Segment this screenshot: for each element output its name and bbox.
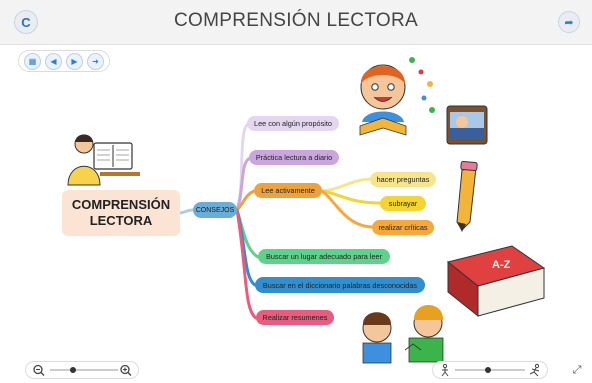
next-icon[interactable]: ➜ bbox=[87, 52, 104, 70]
branch-node-proposito[interactable]: Lee con algún propósito bbox=[247, 116, 339, 131]
play-icon[interactable]: ▶ bbox=[66, 52, 83, 70]
bed-reading-illustration bbox=[446, 105, 488, 145]
central-topic-line1: COMPRENSIÓN bbox=[71, 197, 171, 212]
speed-control bbox=[432, 361, 548, 379]
zoom-out-icon bbox=[33, 364, 45, 376]
connector-hub-diario bbox=[235, 156, 252, 212]
share-arrow-icon[interactable]: ➦ bbox=[558, 11, 580, 33]
speed-slider[interactable] bbox=[433, 362, 547, 378]
branch-node-diccionario[interactable]: Buscar en el diccionario palabras descon… bbox=[255, 277, 425, 293]
zoom-in-icon bbox=[120, 364, 132, 376]
c-logo-icon[interactable]: C bbox=[14, 10, 38, 34]
running-person-icon bbox=[529, 363, 540, 377]
sub-node-criticas[interactable]: realizar críticas bbox=[372, 220, 434, 235]
person-reading-illustration bbox=[67, 134, 140, 186]
central-topic-line2: LECTORA bbox=[89, 213, 153, 228]
connector-central-hub bbox=[178, 208, 195, 215]
speed-slider-handle bbox=[485, 367, 491, 373]
branch-node-activamente[interactable]: Lee activamente bbox=[254, 183, 322, 198]
branch-node-diario[interactable]: Práctica lectura a diario bbox=[249, 150, 339, 165]
zoom-slider-handle bbox=[70, 367, 76, 373]
connector-subrayar bbox=[320, 189, 382, 205]
page-title: COMPRENSIÓN LECTORA bbox=[174, 10, 418, 31]
zoom-control bbox=[25, 361, 139, 379]
central-topic-node[interactable]: COMPRENSIÓN LECTORA bbox=[62, 190, 180, 236]
sub-node-preguntas[interactable]: hacer preguntas bbox=[370, 172, 436, 187]
sub-node-subrayar[interactable]: subrayar bbox=[380, 196, 426, 211]
navigation-controls: ▦ ◀ ▶ ➜ bbox=[18, 50, 110, 72]
svg-text:A-Z: A-Z bbox=[492, 259, 511, 271]
pencil-illustration bbox=[456, 160, 478, 232]
top-bar: C COMPRENSIÓN LECTORA ➦ bbox=[0, 0, 592, 45]
walking-person-icon bbox=[441, 363, 449, 377]
connector-hub-resumenes bbox=[235, 208, 258, 320]
connector-preguntas bbox=[320, 177, 372, 193]
boy-with-book-illustration bbox=[359, 57, 435, 136]
fullscreen-icon[interactable]: ⤢ bbox=[572, 363, 582, 376]
connector-hub-activamente bbox=[235, 189, 256, 212]
branch-node-lugar[interactable]: Buscar un lugar adecuado para leer bbox=[258, 249, 390, 264]
kids-reading-illustration bbox=[362, 305, 444, 364]
previous-icon[interactable]: ◀ bbox=[45, 52, 62, 70]
zoom-slider[interactable] bbox=[26, 362, 138, 378]
hub-node[interactable]: CONSEJOS bbox=[193, 202, 237, 218]
connector-criticas bbox=[320, 189, 374, 229]
dictionary-book-illustration: A-Z bbox=[446, 245, 546, 318]
overview-icon[interactable]: ▦ bbox=[24, 52, 41, 70]
branch-node-resumenes[interactable]: Realizar resumenes bbox=[256, 310, 334, 325]
